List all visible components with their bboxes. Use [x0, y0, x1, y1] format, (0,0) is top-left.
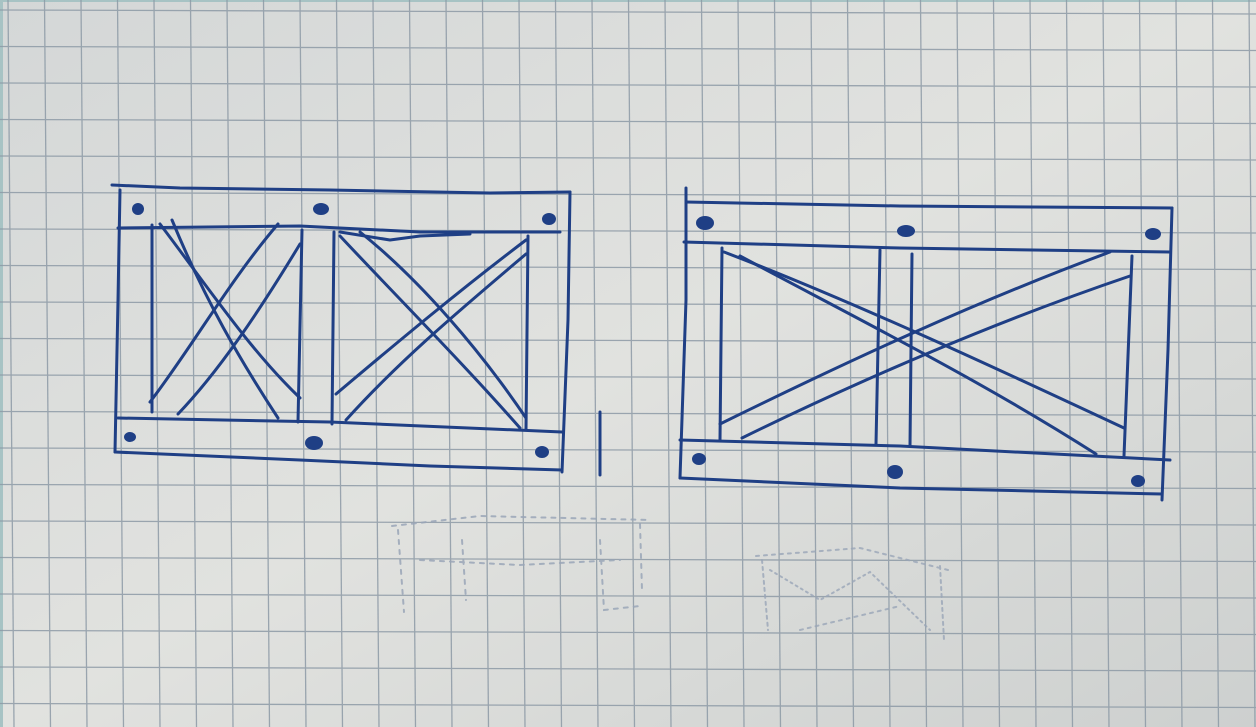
grid-line-vertical — [153, 0, 161, 727]
grid-line-vertical — [1029, 0, 1037, 727]
grid-line-horizontal — [0, 228, 1256, 234]
left-frame-sketch — [110, 183, 572, 474]
grid-line-vertical — [810, 0, 818, 727]
grid-line-vertical — [956, 0, 964, 727]
grid-line-horizontal — [0, 45, 1256, 52]
grid-line-vertical — [1211, 0, 1220, 727]
grid-line-vertical — [43, 0, 52, 727]
grid-line-vertical — [846, 0, 855, 727]
grid-line-vertical — [116, 0, 125, 727]
grid-line-vertical — [80, 0, 88, 727]
grid-line-horizontal — [0, 666, 1256, 672]
grid-line-horizontal — [0, 118, 1256, 125]
grid-line-horizontal — [0, 191, 1256, 198]
grid-line-horizontal — [0, 702, 1256, 709]
grid-line-vertical — [737, 0, 745, 727]
grid-line-horizontal — [0, 447, 1256, 453]
right-frame-sketch — [678, 186, 1174, 502]
grid-line-vertical — [7, 0, 15, 727]
grid-line-vertical — [992, 0, 1001, 727]
grid-line-horizontal — [0, 9, 1256, 15]
grid-line-vertical — [773, 0, 782, 727]
left-frame-bolts — [124, 203, 556, 458]
grid-line-vertical — [1102, 0, 1110, 727]
grid-line-vertical — [1248, 0, 1256, 727]
grid-line-vertical — [1065, 0, 1074, 727]
faint-bleed-through-right — [755, 546, 949, 641]
grid-line-horizontal — [0, 264, 1256, 271]
grid-line-horizontal — [0, 155, 1256, 161]
grid-line-vertical — [299, 0, 307, 727]
grid-line-horizontal — [0, 483, 1256, 490]
grid-line-vertical — [1175, 0, 1183, 727]
right-frame-bolts — [692, 216, 1161, 487]
grid-line-horizontal — [0, 556, 1256, 563]
grid-line-vertical — [919, 0, 928, 727]
grid-line-horizontal — [0, 410, 1256, 417]
faint-bleed-through-left — [391, 514, 651, 613]
grid-line-horizontal — [0, 593, 1256, 599]
grid-line-horizontal — [0, 337, 1256, 344]
grid-line-vertical — [189, 0, 198, 727]
grid-line-vertical — [1138, 0, 1147, 727]
grid-line-vertical — [226, 0, 234, 727]
grid-line-horizontal — [0, 520, 1256, 526]
grid-line-vertical — [883, 0, 891, 727]
grid-line-horizontal — [0, 82, 1256, 88]
grid-line-horizontal — [0, 629, 1256, 636]
